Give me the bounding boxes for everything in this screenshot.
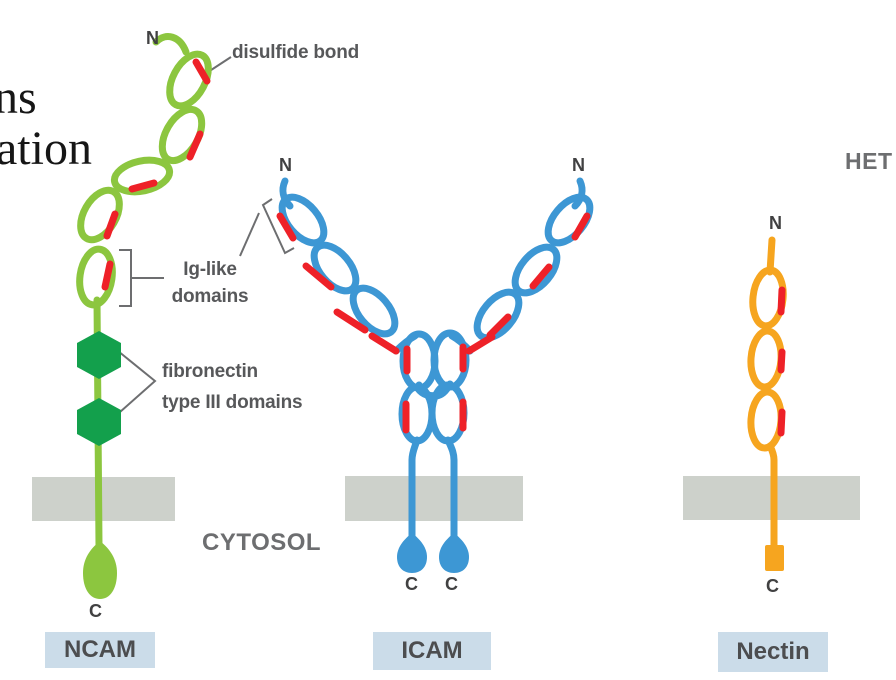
ig-label-line-right (239, 212, 260, 257)
membranes (32, 476, 860, 521)
ig-like-domains-label: Ig-like domains (171, 259, 249, 307)
cytosol-label: CYTOSOL (202, 529, 322, 556)
nectin-disulfide-bonds (777, 286, 786, 437)
ncam-name-box: NCAM (45, 632, 155, 668)
icam-c-label-left: C (405, 574, 418, 594)
fibronectin-domain-1 (77, 331, 121, 379)
icam-cytoplasmic-domain-right (439, 533, 469, 573)
ig-domain-bracket-icam (261, 198, 295, 255)
nectin-cytoplasmic-domain (765, 545, 784, 571)
icam-ig-loops (278, 193, 594, 445)
disulfide-bond-label: disulfide bond (232, 42, 360, 63)
icam-right-n-stub (571, 177, 586, 210)
headline-fragment-2: ation (0, 122, 92, 175)
ncam-c-label: C (89, 601, 102, 621)
headline-fragment-1: ns (0, 71, 37, 124)
ncam-disulfide-bonds (101, 58, 211, 291)
ncam-cytoplasmic-domain (83, 541, 117, 599)
icam-left-n-stub (279, 177, 294, 210)
ncam-molecule (76, 33, 212, 599)
icam-name-box: ICAM (373, 632, 491, 670)
icam-left-stalk (408, 436, 421, 542)
nectin-n-label: N (769, 213, 782, 233)
membrane-icam (345, 476, 523, 521)
ncam-n-stub (152, 33, 190, 56)
nectin-stalk (766, 442, 778, 554)
nectin-molecule (747, 236, 787, 571)
heterophilic-heading-fragment: HET (845, 148, 893, 174)
nectin-c-label: C (766, 576, 779, 596)
icam-molecule (276, 177, 594, 573)
icam-n-label-left: N (279, 155, 292, 175)
fibronectin-pointer-lines (117, 350, 157, 413)
ncam-n-label: N (146, 28, 159, 48)
membrane-ncam (32, 477, 175, 521)
fibronectin-domain-2 (77, 398, 121, 446)
icam-c-label-right: C (445, 574, 458, 594)
icam-cross-link-2 (413, 380, 454, 400)
icam-disulfide-bonds (276, 212, 591, 434)
icam-right-stalk (444, 436, 458, 542)
fibronectin-domains-label: fibronectin type III domains (162, 361, 303, 413)
nectin-name-box: Nectin (718, 632, 828, 672)
ig-domain-bracket-ncam (119, 249, 132, 307)
icam-cytoplasmic-domain-left (397, 533, 427, 573)
icam-n-label-right: N (572, 155, 585, 175)
